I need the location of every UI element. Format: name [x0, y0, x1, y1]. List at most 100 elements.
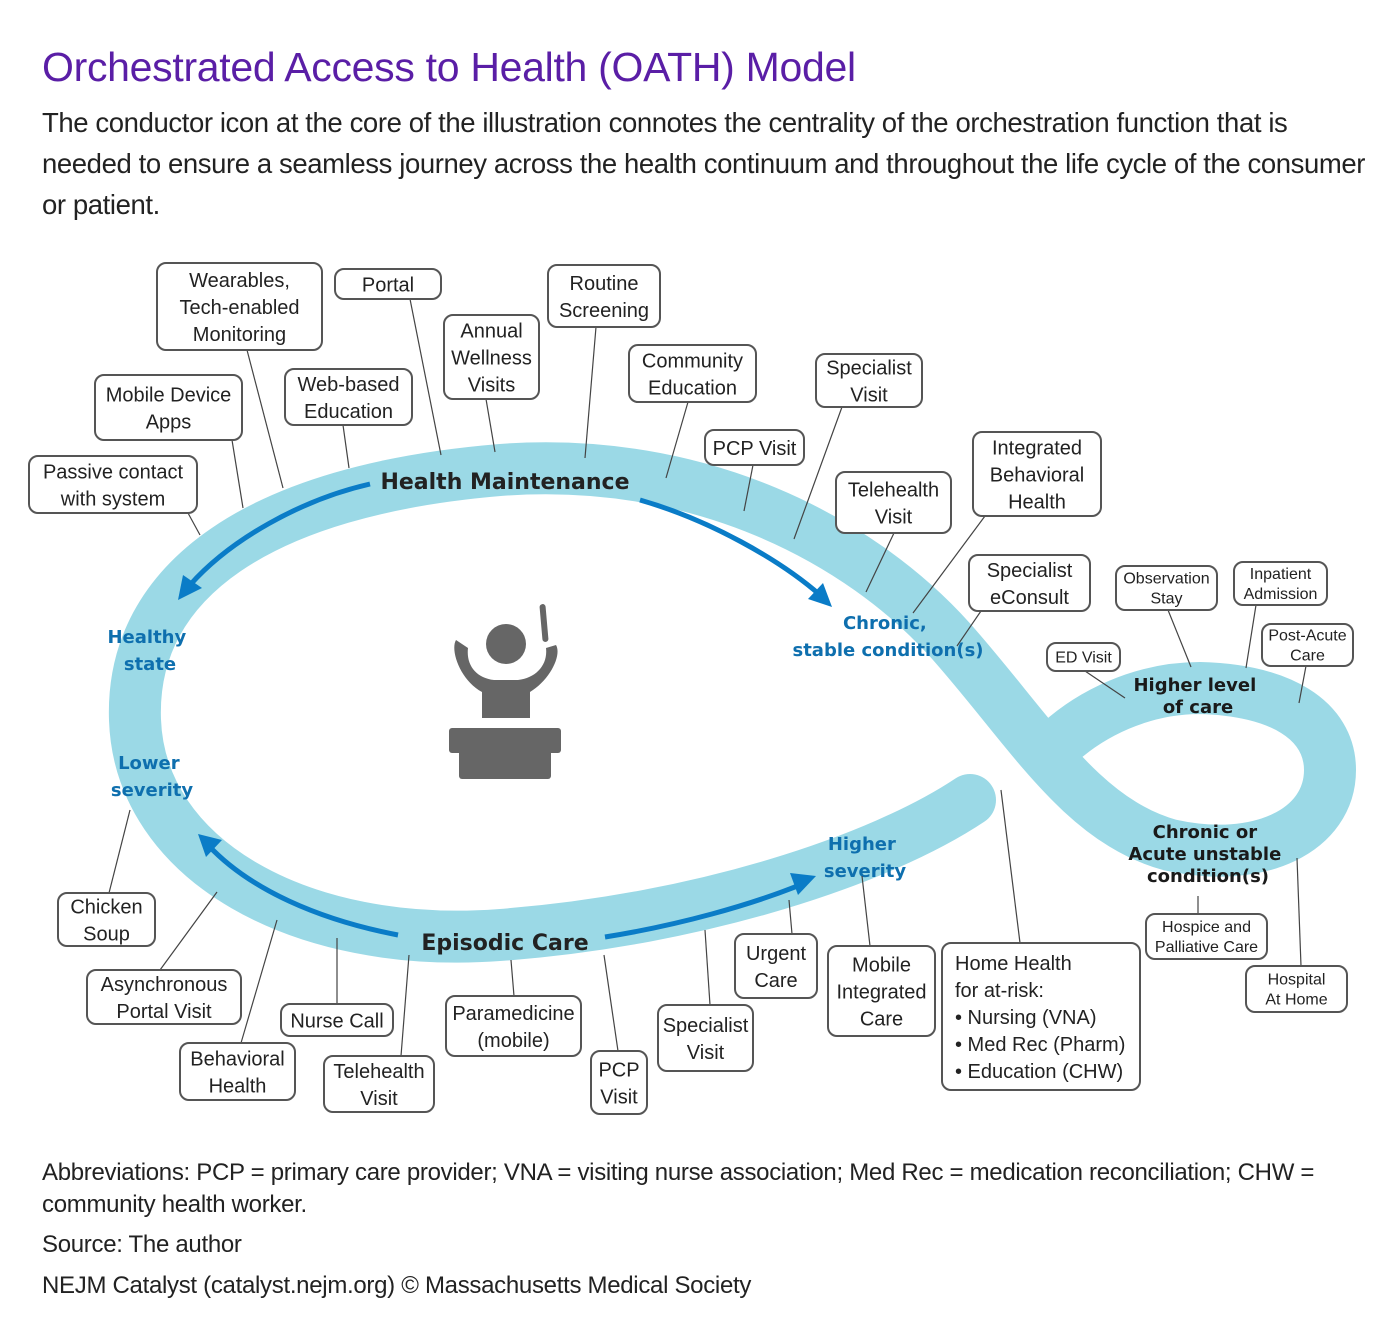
stage-higher-level-care: Higher level of care — [1133, 675, 1262, 718]
direction-arrows — [178, 481, 832, 940]
touchpoint-label: Portal — [362, 275, 414, 297]
leader-line-ed-visit — [1084, 670, 1126, 699]
touchpoint-nurse-call: Nurse Call — [280, 1003, 394, 1037]
leader-line-specialist-visit-top — [793, 406, 843, 540]
touchpoint-box — [280, 1003, 394, 1037]
leader-line-specialist-econsult — [956, 610, 982, 647]
footer-credit: NEJM Catalyst (catalyst.nejm.org) © Mass… — [42, 1272, 752, 1299]
leader-line-chicken-soup — [108, 809, 131, 894]
leader-line-telehealth-visit-top — [865, 532, 895, 593]
touchpoint-box — [657, 1004, 754, 1072]
touchpoint-box — [734, 933, 818, 999]
touchpoint-box — [334, 268, 442, 300]
leader-line-routine-screening — [584, 326, 597, 459]
touchpoint-box — [547, 264, 661, 328]
leader-line-telehealth-visit-bottom — [400, 954, 410, 1057]
touchpoint-box — [827, 945, 936, 1037]
leader-line-specialist-visit-bottom — [704, 929, 711, 1006]
touchpoint-label: Nurse Call — [290, 1011, 383, 1033]
leader-line-web-based-education — [342, 424, 350, 469]
leader-line-mobile-device-apps — [231, 439, 244, 509]
arrowhead-higher-severity — [790, 873, 816, 895]
stage-episodic-care: Episodic Care — [421, 931, 588, 956]
arrowhead-chronic-stable — [808, 583, 832, 607]
touchpoint-box — [323, 1055, 435, 1113]
touchpoint-box — [445, 995, 582, 1057]
arrowhead-healthy-state — [178, 575, 202, 600]
leader-line-behavioral-health — [240, 919, 278, 1044]
state-lower-severity: Lower severity — [111, 753, 194, 801]
leader-lines — [108, 298, 1307, 1057]
touchpoint-label: Paramedicine(mobile) — [452, 1003, 574, 1052]
touchpoint-box — [1261, 623, 1354, 667]
state-chronic-stable: Chronic, stable condition(s) — [792, 613, 983, 661]
leader-line-portal — [409, 298, 442, 456]
leader-line-wearables — [246, 349, 284, 489]
footer-source: Source: The author — [42, 1231, 242, 1258]
touchpoint-box — [1115, 565, 1218, 611]
care-continuum-band — [108, 442, 1357, 963]
touchpoint-box — [443, 314, 540, 400]
leader-line-hospital-at-home — [1296, 857, 1302, 967]
arrow-to-healthy-state — [188, 481, 371, 587]
leader-line-pcp-visit-top — [743, 464, 754, 512]
stage-chronic-acute-unstable: Chronic or Acute unstable condition(s) — [1128, 822, 1287, 887]
leader-line-paramedicine — [510, 959, 515, 997]
touchpoint-portal: Portal — [334, 268, 442, 300]
leader-line-post-acute-care — [1298, 665, 1307, 704]
leader-line-urgent-care — [788, 899, 793, 935]
touchpoint-box — [156, 262, 323, 351]
touchpoint-box — [284, 368, 413, 426]
touchpoint-label: ED Visit — [1055, 650, 1112, 667]
touchpoint-box — [704, 429, 805, 466]
arrow-to-higher-severity — [604, 882, 801, 940]
touchpoint-box — [815, 353, 923, 408]
leader-line-home-health — [1000, 789, 1021, 944]
state-higher-severity: Higher severity — [824, 834, 907, 882]
leader-line-pcp-visit-bottom — [603, 954, 619, 1052]
touchpoint-box — [941, 942, 1141, 1091]
page-title: Orchestrated Access to Health (OATH) Mod… — [42, 44, 856, 90]
touchpoint-box — [628, 344, 757, 403]
touchpoint-box — [972, 431, 1102, 517]
leader-line-observation-stay — [1167, 609, 1192, 668]
